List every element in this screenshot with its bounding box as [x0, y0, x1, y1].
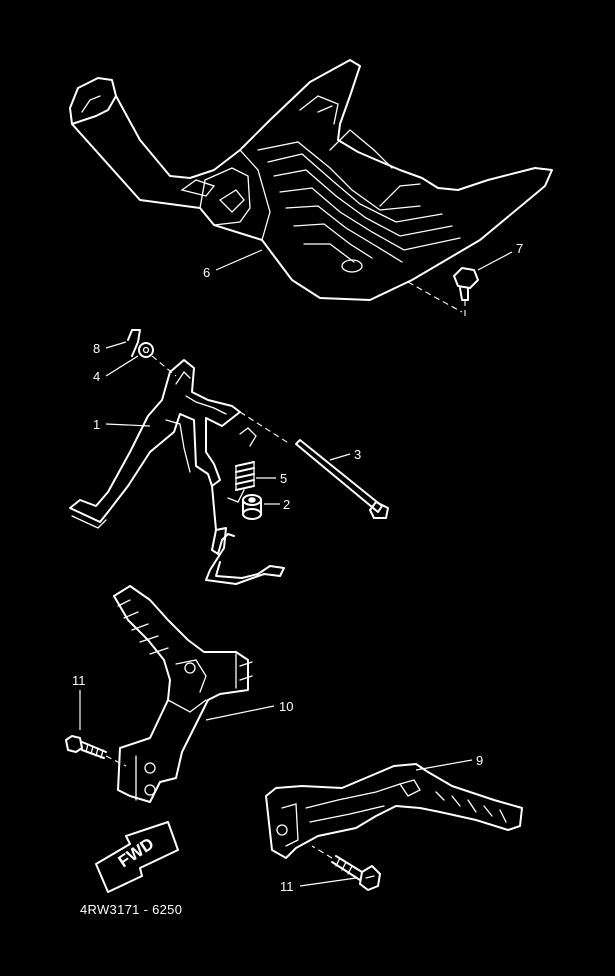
drawing-code: 4RW3171 - 6250 — [80, 902, 183, 917]
part-1-main-stand — [69, 359, 291, 585]
callout-11-left: 11 — [72, 673, 86, 688]
part-10-left-footrest — [113, 585, 253, 803]
part-9-right-footrest — [265, 763, 523, 859]
callout-1: 1 — [93, 417, 101, 432]
part-6-footboard-cover — [69, 59, 553, 301]
callout-3: 3 — [354, 447, 362, 462]
callout-2: 2 — [283, 497, 291, 512]
part-5-spring — [227, 427, 257, 503]
callout-6: 6 — [203, 265, 211, 280]
callout-8: 8 — [93, 341, 101, 356]
part-11-bolt-left — [65, 735, 127, 767]
part-4-washer — [138, 342, 177, 377]
part-8-cotter-pin — [127, 329, 141, 357]
callout-4: 4 — [93, 369, 101, 384]
callout-5: 5 — [280, 471, 288, 486]
callout-10: 10 — [279, 699, 294, 714]
part-11-screw-right — [311, 845, 381, 891]
part-7-bolt — [407, 267, 479, 318]
part-3-shaft — [295, 439, 389, 519]
fwd-arrow — [95, 821, 179, 893]
part-2-bushing — [242, 494, 262, 520]
callout-11-right: 11 — [280, 879, 294, 894]
callout-9: 9 — [476, 753, 484, 768]
callout-leaders — [79, 249, 513, 887]
callout-7: 7 — [516, 241, 524, 256]
